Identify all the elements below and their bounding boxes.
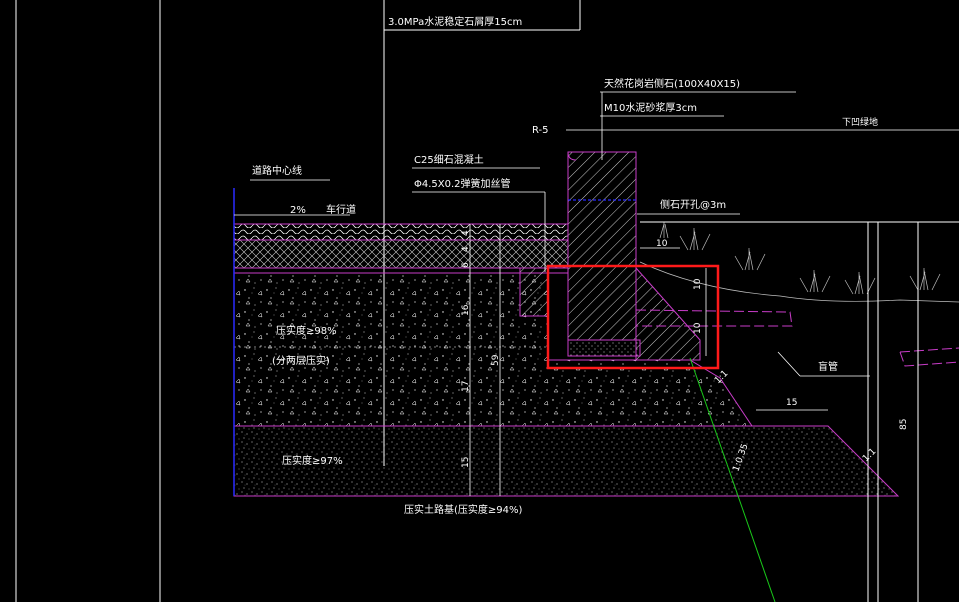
label-mortar: M10水泥砂浆厚3cm: [604, 101, 697, 114]
dim-4a: 4: [461, 230, 471, 236]
curb-stone: [519, 151, 959, 367]
dim-10v1: 10: [693, 278, 703, 290]
dim-16: 16: [461, 304, 471, 316]
dim-15h: 15: [786, 398, 797, 408]
dimension-lines: [469, 224, 828, 496]
label-phi: Φ4.5X0.2弹簧加丝管: [414, 177, 511, 190]
label-radius: R-5: [532, 125, 549, 136]
label-c25: C25细石混凝土: [414, 153, 484, 166]
leader-lines: [250, 91, 959, 377]
middle-layer: [233, 239, 569, 269]
label-road-centerline: 道路中心线: [252, 164, 302, 177]
dim-59: 59: [491, 354, 501, 366]
label-compaction1: 压实度≥98%: [276, 324, 337, 337]
grass: [639, 222, 959, 303]
dim-85: 85: [899, 419, 909, 430]
right-edge: [640, 221, 959, 602]
dim-10v2: 10: [693, 322, 703, 334]
dim-15v: 15: [461, 457, 471, 468]
label-right-top: 下凹绿地: [842, 116, 878, 128]
dim-6: 6: [461, 262, 471, 268]
label-slope: 2%: [290, 205, 306, 216]
label-top-base: 3.0MPa水泥稳定石屑厚15cm: [388, 15, 522, 28]
slope-line: [689, 357, 776, 602]
pavement-layers: [233, 188, 900, 497]
highlight-box: [546, 264, 720, 370]
dim-10h: 10: [656, 239, 668, 249]
label-subgrade: 压实土路基(压实度≥94%): [404, 503, 523, 516]
surface-layer: [233, 223, 569, 241]
dim-4b: 4: [461, 246, 471, 252]
dim-17: 17: [461, 381, 471, 392]
label-curb-hole: 侧石开孔@3m: [660, 198, 726, 211]
label-pipe: 盲管: [818, 360, 838, 373]
label-curb-stone: 天然花岗岩侧石(100X40X15): [604, 77, 740, 90]
label-compaction2: 压实度≥97%: [282, 454, 343, 467]
label-layered: (分两层压实): [272, 354, 330, 367]
label-carriageway: 车行道: [326, 203, 356, 216]
